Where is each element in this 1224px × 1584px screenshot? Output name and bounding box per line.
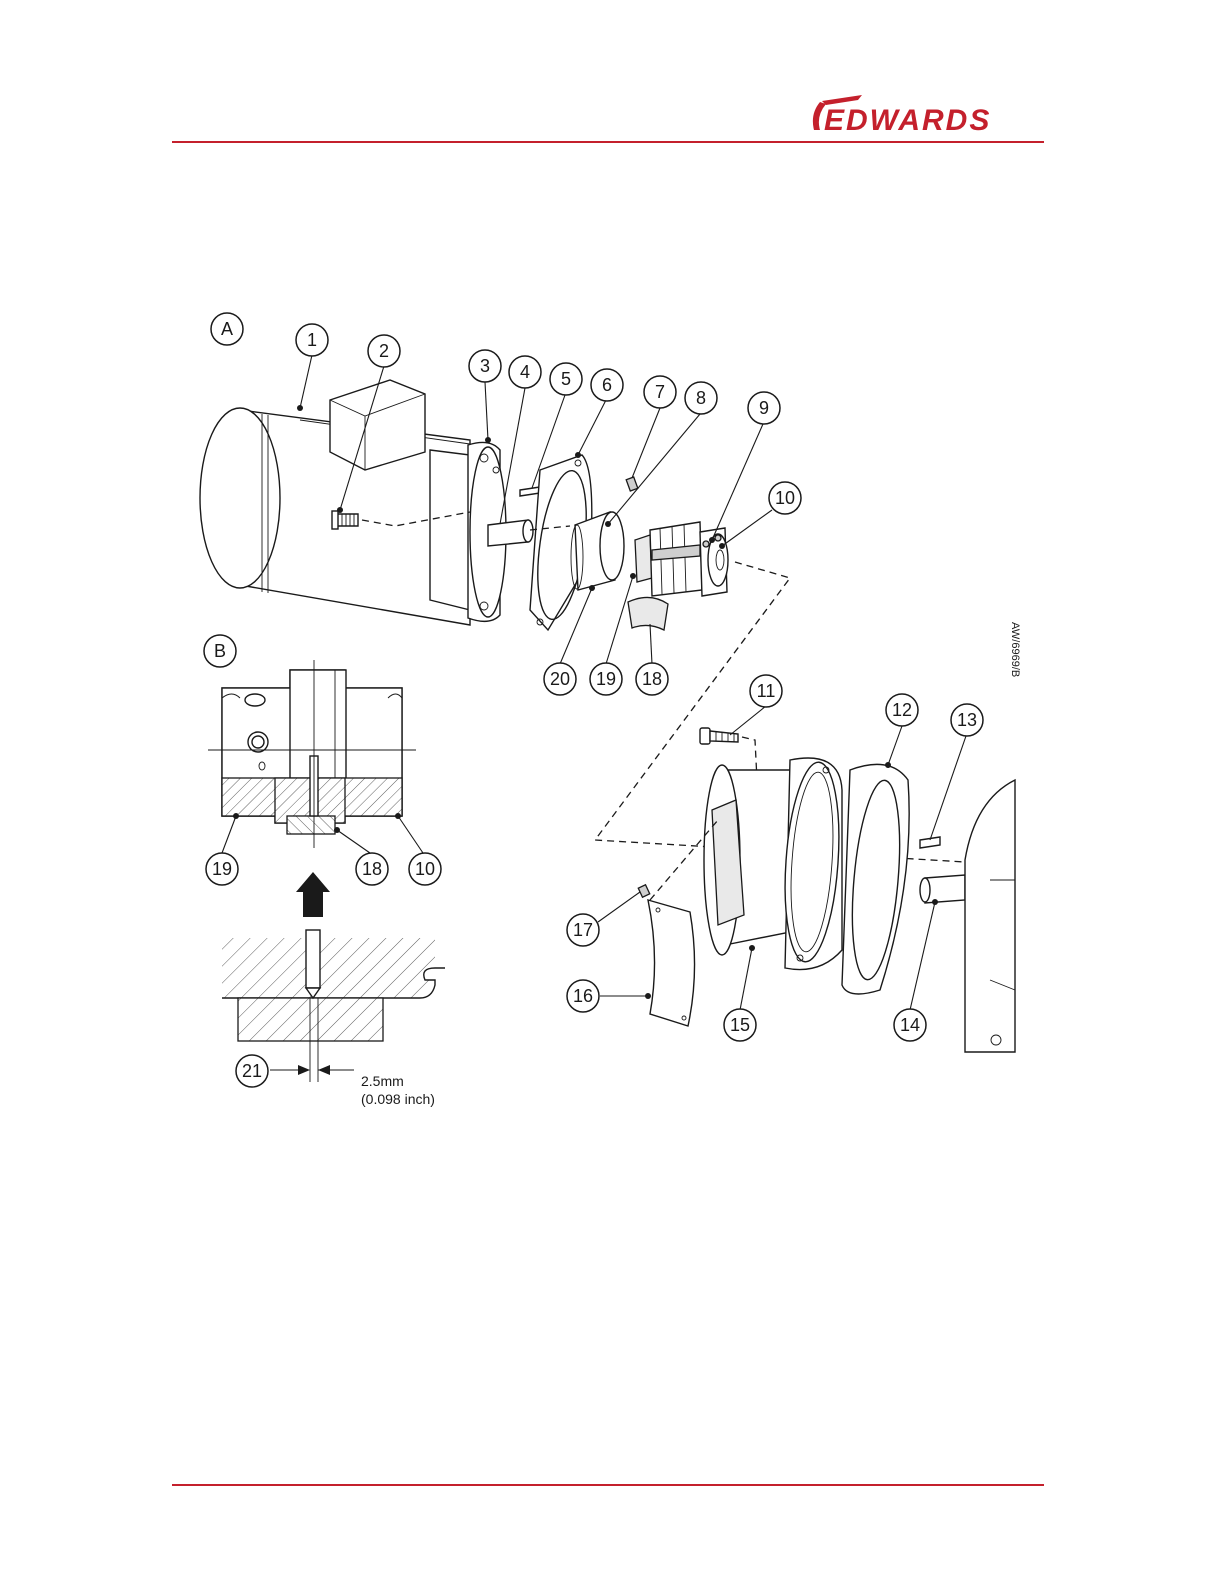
- callout-6: 6: [591, 369, 623, 401]
- callout-17: 17: [567, 914, 599, 946]
- detail-b-section: [208, 660, 416, 848]
- svg-text:21: 21: [242, 1061, 262, 1081]
- svg-text:13: 13: [957, 710, 977, 730]
- callout-15: 15: [724, 1009, 756, 1041]
- svg-text:5: 5: [561, 369, 571, 389]
- coupling-hub-19: [635, 535, 652, 582]
- key-5: [520, 487, 540, 496]
- svg-text:3: 3: [480, 356, 490, 376]
- svg-text:17: 17: [573, 920, 593, 940]
- dimension-metric: 2.5mm: [361, 1073, 404, 1089]
- coupling-sleeve-20: [571, 512, 624, 590]
- svg-text:1: 1: [307, 330, 317, 350]
- spider-element-18: [628, 597, 668, 630]
- gasket-12: [842, 764, 909, 994]
- svg-text:A: A: [221, 319, 233, 339]
- pump-body: [965, 780, 1015, 1052]
- detail-callout-19: 19: [206, 853, 238, 885]
- grub-screw-7: [626, 477, 638, 491]
- callout-19: 19: [590, 663, 622, 695]
- callout-1: 1: [296, 324, 328, 356]
- callout-18: 18: [636, 663, 668, 695]
- callout-21: 21: [236, 1055, 268, 1087]
- callout-5: 5: [550, 363, 582, 395]
- svg-text:19: 19: [596, 669, 616, 689]
- view-label-b: B: [204, 635, 236, 667]
- svg-text:11: 11: [757, 681, 776, 701]
- pump-shaft-14: [920, 875, 965, 903]
- dimension-imperial: (0.098 inch): [361, 1091, 435, 1107]
- up-arrow-icon: [296, 872, 330, 917]
- svg-text:10: 10: [415, 859, 435, 879]
- callout-11: 11: [750, 675, 782, 707]
- svg-text:9: 9: [759, 398, 769, 418]
- detail-callout-18: 18: [356, 853, 388, 885]
- svg-text:8: 8: [696, 388, 706, 408]
- svg-text:14: 14: [900, 1015, 920, 1035]
- screw-17: [638, 885, 649, 897]
- dimension-2-5mm: 2.5mm (0.098 inch): [270, 1065, 435, 1107]
- view-label-a: A: [211, 313, 243, 345]
- svg-text:15: 15: [730, 1015, 750, 1035]
- callout-2: 2: [368, 335, 400, 367]
- svg-text:7: 7: [655, 382, 665, 402]
- callout-16: 16: [567, 980, 599, 1012]
- svg-text:18: 18: [642, 669, 662, 689]
- svg-text:10: 10: [775, 488, 795, 508]
- svg-text:B: B: [214, 641, 226, 661]
- callout-8: 8: [685, 382, 717, 414]
- callout-3: 3: [469, 350, 501, 382]
- callout-12: 12: [886, 694, 918, 726]
- detail-callout-10: 10: [409, 853, 441, 885]
- coupling-spider-8: [650, 522, 702, 596]
- svg-text:19: 19: [212, 859, 232, 879]
- guard-16: [648, 900, 695, 1026]
- svg-text:12: 12: [892, 700, 912, 720]
- svg-text:20: 20: [550, 669, 570, 689]
- callout-13: 13: [951, 704, 983, 736]
- callout-14: 14: [894, 1009, 926, 1041]
- svg-text:16: 16: [573, 986, 593, 1006]
- svg-text:4: 4: [520, 362, 530, 382]
- drawing-reference: AW/6969/B: [1009, 622, 1021, 677]
- callout-20: 20: [544, 663, 576, 695]
- adaptor-housing-15: [704, 758, 845, 970]
- screw-11: [700, 728, 738, 744]
- callout-7: 7: [644, 376, 676, 408]
- motor-body: [200, 380, 470, 625]
- svg-text:6: 6: [602, 375, 612, 395]
- callout-10: 10: [769, 482, 801, 514]
- svg-text:2: 2: [379, 341, 389, 361]
- motor-shaft: [488, 520, 533, 546]
- svg-text:18: 18: [362, 859, 382, 879]
- callout-4: 4: [509, 356, 541, 388]
- callout-9: 9: [748, 392, 780, 424]
- screw-2: [332, 511, 358, 529]
